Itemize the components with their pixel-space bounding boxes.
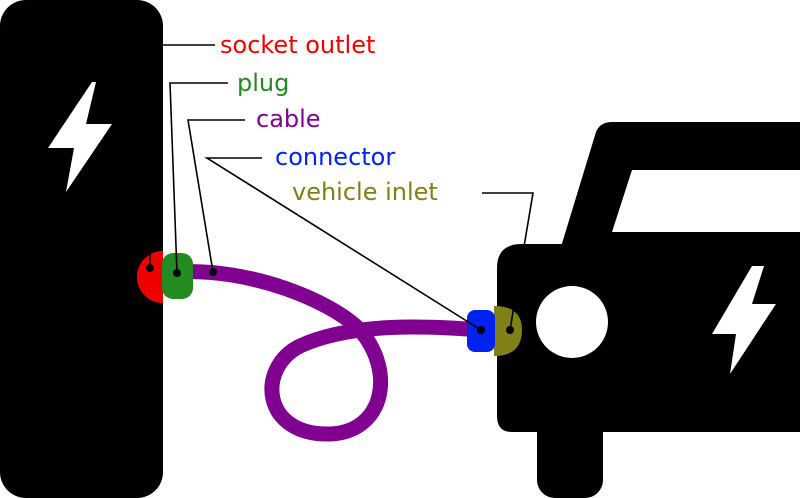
leader-lines [149, 44, 534, 331]
charging-station [0, 0, 163, 498]
label-connector: connector [275, 143, 395, 171]
leader-dots [146, 264, 514, 334]
label-cable: cable [256, 105, 321, 133]
leader-vehicle-inlet [482, 192, 534, 331]
leader-connector [204, 157, 482, 331]
dot-cable [209, 268, 217, 276]
dot-vehicle-inlet [506, 326, 514, 334]
leader-socket-outlet [149, 44, 215, 268]
leader-plug [169, 82, 228, 274]
cable [170, 264, 488, 442]
leader-cable [187, 119, 245, 273]
dot-connector [477, 326, 485, 334]
car-headlight [536, 286, 608, 358]
car-wheel [537, 410, 603, 498]
station-lightning-bolt-icon [48, 82, 112, 192]
car-lightning-bolt-icon [712, 266, 776, 374]
car-window [612, 170, 800, 232]
label-vehicle-inlet: vehicle inlet [292, 178, 438, 206]
label-socket-outlet: socket outlet [220, 31, 375, 59]
dot-socket-outlet [146, 264, 154, 272]
label-plug: plug [237, 69, 289, 97]
dot-plug [173, 269, 181, 277]
socket-outlet-left [137, 251, 163, 303]
